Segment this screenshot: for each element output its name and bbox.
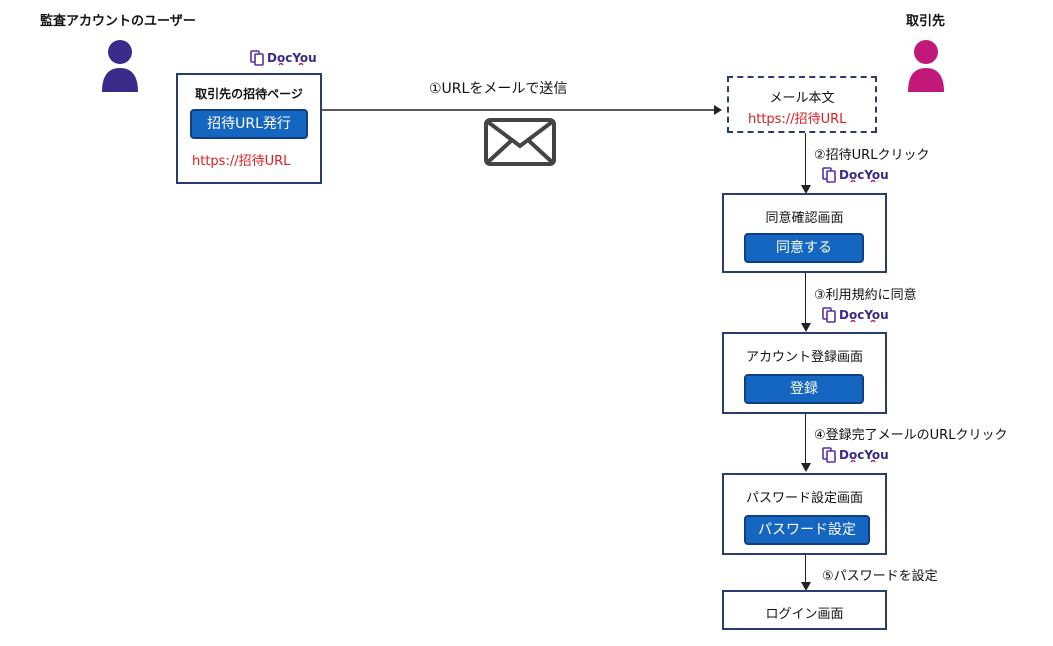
step4-arrow-line [805, 414, 806, 463]
step3-arrow-line [805, 273, 806, 323]
invite-page-title: 取引先の招待ページ [195, 87, 303, 101]
account-registration-screen-box: アカウント登録画面 登録 [722, 332, 887, 414]
mail-body-title: メール本文 [769, 91, 835, 106]
login-screen-title: ログイン画面 [765, 607, 844, 622]
invite-page-box: 取引先の招待ページ 招待URL発行 https://招待URL [176, 73, 322, 184]
step4-arrowhead [801, 463, 811, 472]
agree-button[interactable]: 同意する [744, 233, 864, 263]
auditor-person-icon [102, 40, 138, 92]
register-button[interactable]: 登録 [744, 374, 864, 404]
step5-arrow-line [805, 555, 806, 586]
send-arrow [322, 105, 722, 115]
mail-body-url: https://招待URL [748, 112, 847, 127]
step5-label: ⑤パスワードを設定 [822, 569, 938, 584]
docyou-logo [250, 48, 320, 68]
mail-icon [484, 118, 556, 166]
step2-label: ②招待URLクリック [814, 148, 930, 163]
send-step-label: ①URLをメールで送信 [429, 81, 568, 97]
password-setting-screen-box: パスワード設定画面 パスワード設定 [722, 473, 887, 555]
account-registration-screen-title: アカウント登録画面 [745, 350, 863, 365]
docyou-logo [822, 165, 892, 185]
set-password-button[interactable]: パスワード設定 [744, 515, 870, 545]
step3-label: ③利用規約に同意 [814, 288, 917, 303]
auditor-label: 監査アカウントのユーザー [40, 14, 196, 29]
client-person-icon [908, 40, 944, 92]
docyou-logo [822, 305, 892, 325]
invite-url-text: https://招待URL [192, 154, 291, 169]
consent-screen-box: 同意確認画面 同意する [722, 193, 887, 273]
step3-arrowhead [801, 323, 811, 332]
mail-body-box: メール本文 https://招待URL [727, 76, 877, 133]
password-setting-screen-title: パスワード設定画面 [745, 491, 863, 506]
login-screen-box: ログイン画面 [722, 590, 887, 630]
consent-screen-title: 同意確認画面 [765, 211, 844, 226]
docyou-logo [822, 445, 892, 465]
step2-arrowhead [801, 185, 811, 194]
step5-arrowhead [801, 582, 811, 591]
client-label: 取引先 [906, 14, 946, 29]
step2-arrow-line [805, 133, 806, 185]
issue-invite-url-button[interactable]: 招待URL発行 [190, 109, 308, 139]
step4-label: ④登録完了メールのURLクリック [814, 428, 1008, 443]
